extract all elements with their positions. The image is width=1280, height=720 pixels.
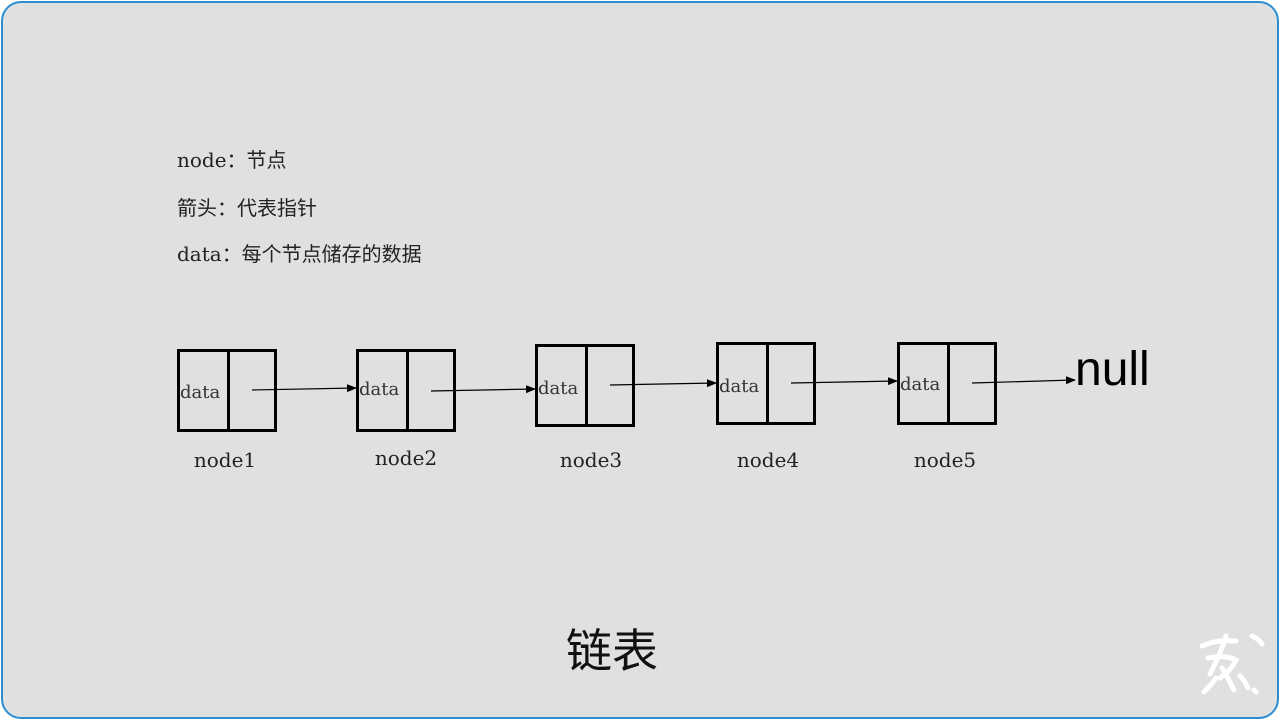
node-name-label: node2	[374, 446, 438, 470]
node-name-label: node5	[913, 448, 977, 472]
node-name-label: node3	[559, 448, 623, 472]
legend-data: data：每个节点储存的数据	[177, 242, 422, 266]
brush-logo-icon	[1199, 633, 1265, 695]
linked-list-node: data	[897, 342, 997, 425]
node-divider	[947, 345, 950, 422]
legend-node: node：节点	[177, 148, 287, 172]
node-divider	[766, 345, 769, 422]
node-data-label: data	[900, 374, 941, 395]
null-terminal: null	[1075, 343, 1150, 396]
node-divider	[585, 347, 588, 424]
node-divider	[227, 352, 230, 429]
linked-list-node: data	[716, 342, 816, 425]
node-divider	[406, 352, 409, 429]
linked-list-node: data	[177, 349, 277, 432]
node-data-label: data	[180, 382, 221, 403]
node-name-label: node1	[193, 448, 257, 472]
node-data-label: data	[359, 379, 400, 400]
node-data-label: data	[538, 378, 579, 399]
linked-list-node: data	[356, 349, 456, 432]
node-data-label: data	[719, 376, 760, 397]
slide-title: 链表	[566, 624, 658, 678]
node-name-label: node4	[736, 448, 800, 472]
linked-list-node: data	[535, 344, 635, 427]
legend-arrow: 箭头：代表指针	[177, 196, 317, 220]
